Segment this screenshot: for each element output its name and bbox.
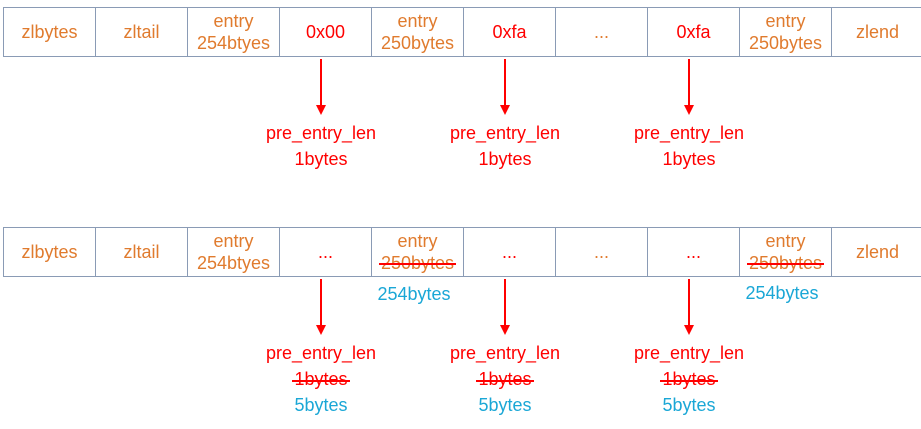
prevlen-cell: ...	[463, 227, 556, 277]
prevlen-cell: 0xfa	[463, 7, 556, 57]
new-size-note: 254bytes	[745, 283, 819, 303]
zltail-cell: zltail	[95, 227, 188, 277]
cell-text: ...	[593, 242, 609, 262]
cell-size: 250bytes	[380, 33, 455, 53]
cell-text: zltail	[123, 22, 160, 42]
entry-cell: entry 250bytes	[371, 7, 464, 57]
cell-text: entry	[397, 11, 438, 31]
field-size-new: 5bytes	[662, 395, 716, 415]
cell-text: entry	[213, 231, 254, 251]
cell-size: 254btyes	[196, 253, 271, 273]
field-size-new: 5bytes	[294, 395, 348, 415]
field-size-new: 5bytes	[478, 395, 532, 415]
pre-entry-len-label: pre_entry_len 1bytes	[425, 120, 585, 172]
cell-text: 0x00	[305, 22, 346, 42]
zltail-cell: zltail	[95, 7, 188, 57]
prevlen-cell: ...	[279, 227, 372, 277]
new-size-note: 254bytes	[377, 284, 451, 304]
cell-text: entry	[765, 231, 806, 251]
field-size: 1bytes	[294, 149, 348, 169]
ellipsis-cell: ...	[555, 7, 648, 57]
cell-text: zlend	[855, 242, 900, 262]
cell-text: zlbytes	[21, 242, 78, 262]
zlend-cell: zlend	[831, 7, 921, 57]
cell-text: zlbytes	[21, 22, 78, 42]
cell-text: entry	[765, 11, 806, 31]
cell-text: 0xfa	[492, 22, 527, 42]
cell-text: ...	[593, 22, 609, 42]
ellipsis-cell: ...	[555, 227, 648, 277]
ziplist-before: zlbytes zltail entry 254btyes 0x00 entry…	[3, 7, 921, 57]
pre-entry-len-label: pre_entry_len 1bytes 5bytes	[241, 340, 401, 418]
entry-cell: entry 250bytes	[739, 227, 832, 277]
ziplist-after: zlbytes zltail entry 254btyes ... entry …	[3, 227, 921, 277]
field-size: 1bytes	[662, 149, 716, 169]
zlbytes-cell: zlbytes	[3, 7, 96, 57]
cell-size: 254btyes	[196, 33, 271, 53]
field-size: 1bytes	[478, 149, 532, 169]
cell-size-old: 250bytes	[378, 253, 457, 273]
cell-text: zltail	[123, 242, 160, 262]
pre-entry-len-label: pre_entry_len 1bytes	[241, 120, 401, 172]
entry-cell: entry 254btyes	[187, 227, 280, 277]
field-name: pre_entry_len	[449, 123, 561, 143]
cell-text: zlend	[855, 22, 900, 42]
cell-text: ...	[501, 242, 517, 262]
field-name: pre_entry_len	[265, 123, 377, 143]
field-name: pre_entry_len	[633, 123, 745, 143]
pre-entry-len-label: pre_entry_len 1bytes	[609, 120, 769, 172]
cell-text: entry	[397, 231, 438, 251]
cell-text: entry	[213, 11, 254, 31]
entry-cell: entry 250bytes	[739, 7, 832, 57]
field-size-old: 1bytes	[660, 366, 718, 392]
cell-text: ...	[685, 242, 701, 262]
field-size-old: 1bytes	[476, 366, 534, 392]
pre-entry-len-label: pre_entry_len 1bytes 5bytes	[425, 340, 585, 418]
cell-size: 250bytes	[748, 33, 823, 53]
cell-text: 0xfa	[676, 22, 711, 42]
entry-cell: entry 254btyes	[187, 7, 280, 57]
field-name: pre_entry_len	[633, 343, 745, 363]
cell-text: ...	[317, 242, 333, 262]
field-name: pre_entry_len	[449, 343, 561, 363]
prevlen-cell: 0x00	[279, 7, 372, 57]
cell-size-old: 250bytes	[746, 253, 825, 273]
field-size-old: 1bytes	[292, 366, 350, 392]
prevlen-cell: ...	[647, 227, 740, 277]
prevlen-cell: 0xfa	[647, 7, 740, 57]
entry-cell: entry 250bytes	[371, 227, 464, 277]
field-name: pre_entry_len	[265, 343, 377, 363]
zlend-cell: zlend	[831, 227, 921, 277]
pre-entry-len-label: pre_entry_len 1bytes 5bytes	[609, 340, 769, 418]
